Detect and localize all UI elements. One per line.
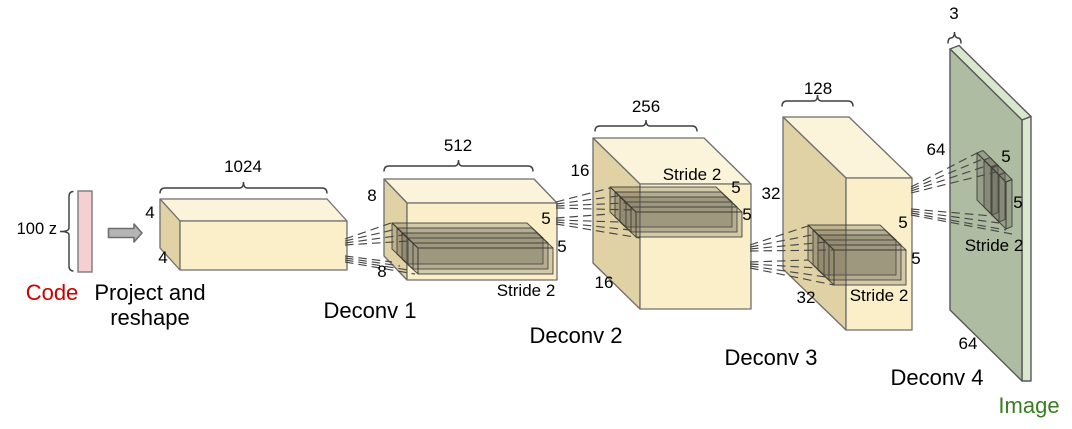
svg-text:Code: Code [26,280,79,305]
svg-text:64: 64 [959,334,978,353]
svg-text:5: 5 [731,178,740,197]
svg-text:Deconv 2: Deconv 2 [530,323,623,348]
svg-text:Deconv 3: Deconv 3 [725,345,818,370]
svg-text:Project and: Project and [94,280,205,305]
svg-text:4: 4 [145,203,154,222]
svg-text:Deconv 4: Deconv 4 [891,365,984,390]
svg-text:reshape: reshape [110,305,190,330]
svg-text:8: 8 [377,262,386,281]
svg-text:5: 5 [911,249,920,268]
svg-text:1024: 1024 [224,157,262,176]
svg-text:16: 16 [571,161,590,180]
svg-text:128: 128 [804,79,832,98]
svg-text:4: 4 [158,248,167,267]
svg-text:512: 512 [444,136,472,155]
svg-text:3: 3 [949,4,958,23]
svg-text:32: 32 [762,184,781,203]
svg-text:100 z: 100 z [17,220,57,238]
svg-text:5: 5 [1013,193,1022,212]
svg-text:5: 5 [541,209,550,228]
svg-text:32: 32 [797,288,816,307]
svg-text:5: 5 [557,237,566,256]
svg-text:Deconv 1: Deconv 1 [324,298,417,323]
svg-text:Stride 2: Stride 2 [663,165,722,184]
svg-text:8: 8 [367,186,376,205]
svg-text:5: 5 [898,213,907,232]
svg-text:Image: Image [998,393,1059,418]
svg-text:Stride 2: Stride 2 [965,236,1024,255]
svg-text:5: 5 [742,205,751,224]
svg-text:64: 64 [927,140,946,159]
svg-text:Stride 2: Stride 2 [850,286,909,305]
svg-text:Stride 2: Stride 2 [497,281,556,300]
svg-text:16: 16 [595,273,614,292]
svg-text:256: 256 [632,97,660,116]
svg-text:5: 5 [1001,147,1010,166]
